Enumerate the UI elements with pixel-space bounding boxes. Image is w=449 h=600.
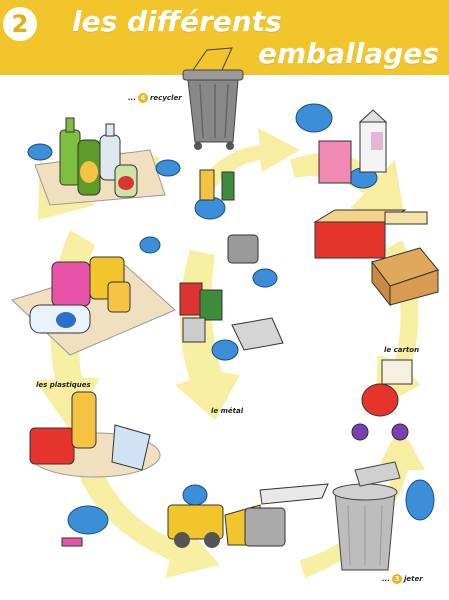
label-recycler-text: recycler <box>149 94 182 102</box>
step-number-jeter: 3 <box>391 574 402 584</box>
title-line-1: les différents <box>72 5 282 38</box>
title-line-2: emballages <box>258 37 439 70</box>
trash-can-icon <box>332 461 401 571</box>
plastic-group <box>11 256 176 356</box>
bulldozer-group <box>167 483 329 548</box>
label-jeter-prefix: ... <box>382 575 390 583</box>
step-number-recycler: 4 <box>137 93 148 103</box>
label-recycler-prefix: ... <box>128 94 136 102</box>
label-metal: le métal <box>211 407 244 415</box>
label-carton: le carton <box>384 346 420 354</box>
label-jeter-text: jeter <box>403 575 423 583</box>
header-banner: 2 les différents emballages <box>0 0 449 75</box>
glass-bottles-group <box>34 117 166 206</box>
tray-bird <box>29 391 161 547</box>
label-plastiques: les plastiques <box>36 381 91 389</box>
cardboard-group <box>313 109 439 307</box>
metal-cans-group <box>179 169 284 351</box>
scooter-bird <box>351 359 413 441</box>
section-number-badge: 2 <box>3 7 37 41</box>
bird-characters <box>27 103 435 535</box>
recycle-bin-icon <box>182 47 244 150</box>
